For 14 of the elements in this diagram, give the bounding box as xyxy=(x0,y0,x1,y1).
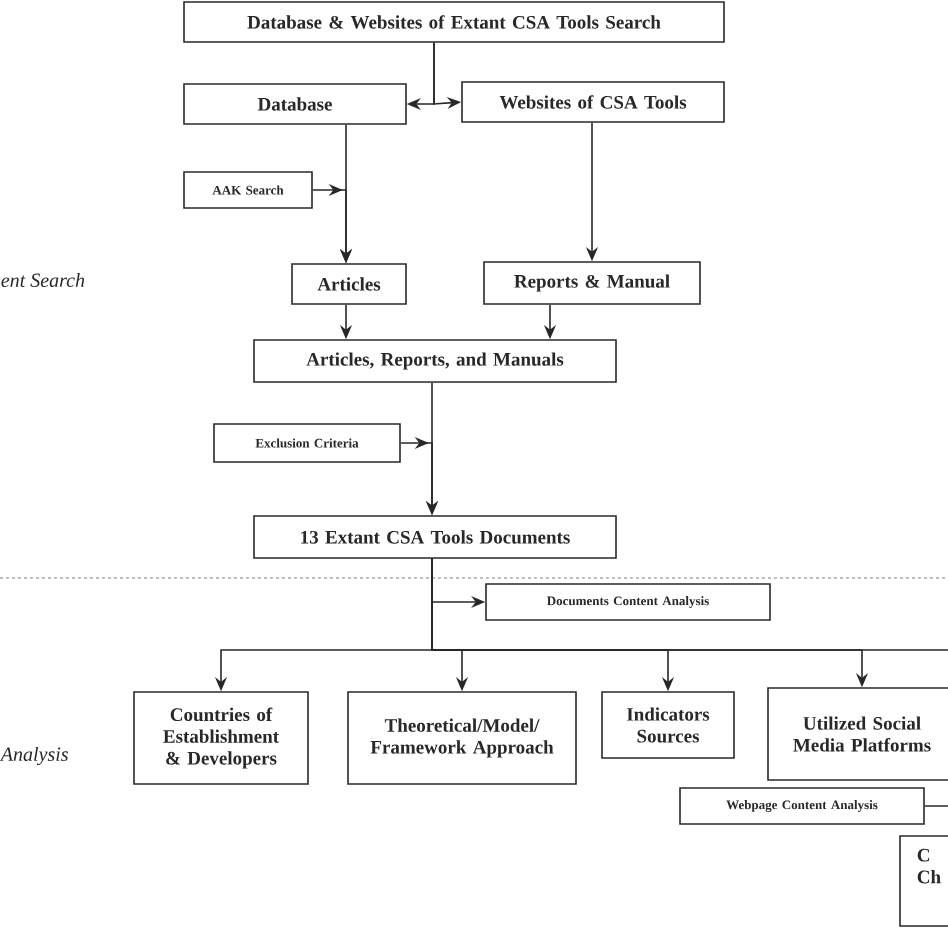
process-box: C Ch xyxy=(899,835,948,927)
process-box: Countries of Establishment & Developers xyxy=(133,691,309,785)
process-box: Database & Websites of Extant CSA Tools Search xyxy=(183,1,725,43)
process-box: 13 Extant CSA Tools Documents xyxy=(253,515,617,559)
process-box: Indicators Sources xyxy=(601,691,735,759)
process-box: Articles xyxy=(291,263,407,305)
section-label: Analysis xyxy=(0,746,68,766)
process-box: Websites of CSA Tools xyxy=(461,81,725,123)
process-box: Articles, Reports, and Manuals xyxy=(253,339,617,383)
process-box: Utilized Social Media Platforms xyxy=(767,687,948,781)
process-box: Database xyxy=(183,83,407,125)
section-label: ent Search xyxy=(1,272,85,288)
process-box: Theoretical/Model/ Framework Approach xyxy=(347,691,577,785)
process-box: Reports & Manual xyxy=(483,261,701,305)
